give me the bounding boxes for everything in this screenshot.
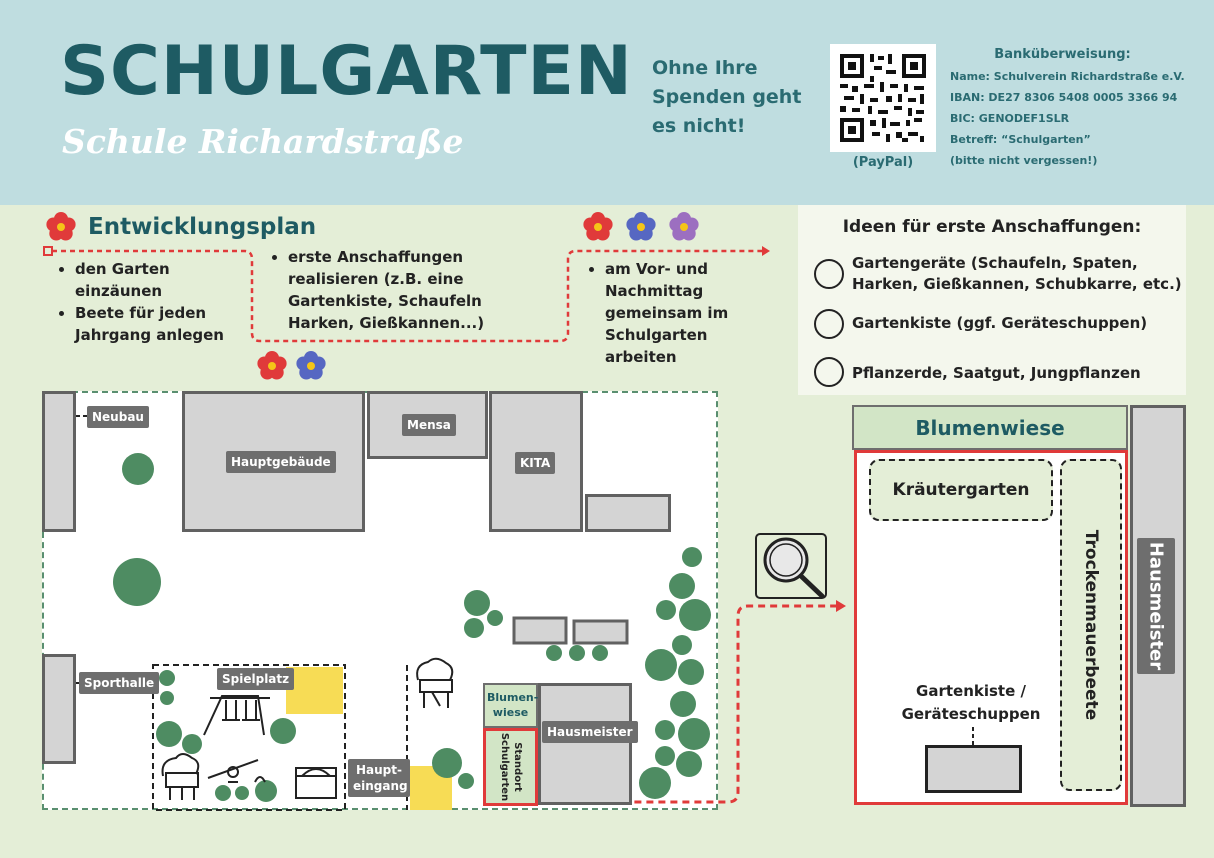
detail-hausmeister-label-bg: Hausmeister [1137,538,1175,674]
arrow-right-icon [762,246,770,256]
plan-item: erste Anschaffungen realisieren (z.B. ei… [288,246,508,334]
bank-bic: BIC: GENODEF1SLR [950,112,1070,125]
checkbox-circle-icon[interactable] [814,357,844,387]
plan-step-3: am Vor- und Nachmittag gemeinsam im Schu… [587,258,755,368]
plan-step-1: den Garten einzäunen Beete für jeden Jah… [57,258,255,346]
label-hausmeister: Hausmeister [542,721,638,743]
building-sporthalle [42,654,76,764]
label-trockenmauer: Trockenmauerbeete [1081,529,1101,721]
detail-blumenwiese: Blumenwiese [852,405,1128,450]
header-banner [0,0,1214,205]
label-gartenkiste: Gartenkiste / Geräteschuppen [901,682,1041,723]
paypal-qr-code[interactable] [830,44,936,152]
page-subtitle: Schule Richardstraße [62,122,464,161]
bank-betreff: Betreff: “Schulgarten” [950,133,1091,146]
plan-step-2: erste Anschaffungen realisieren (z.B. ei… [270,246,508,334]
building-hausmeister [538,683,632,805]
plan-item: Beete für jeden Jahrgang anlegen [75,302,255,346]
treehouse-icon [161,753,200,800]
idea-item[interactable]: Gartengeräte (Schaufeln, Spaten, Harken,… [814,253,1184,297]
flower-icon [46,212,76,241]
label-kita: KITA [515,452,556,474]
map-graphics [49,412,846,811]
building-mensa [367,391,488,459]
idea-item[interactable]: Pflanzerde, Saatgut, Jungpflanzen [814,357,1184,391]
plan-decorations [43,212,770,380]
checkbox-circle-icon[interactable] [814,259,844,289]
flower-icon [296,351,326,380]
gartenkiste-box [925,745,1022,793]
standort-schulgarten[interactable]: Standort Schulgarten [483,728,538,806]
label-detail-hausmeister: Hausmeister [1145,541,1167,671]
idea-item[interactable]: Gartenkiste (ggf. Geräteschuppen) [814,309,1184,343]
sandbox-icon [295,767,337,799]
qr-code-icon [840,54,926,142]
treehouse-icon [416,657,454,708]
plan-title: Entwicklungsplan [88,214,317,240]
page-title: SCHULGARTEN [60,32,633,111]
building-kita-annex [585,494,671,532]
tree-icon [113,453,711,802]
checkbox-circle-icon[interactable] [814,309,844,339]
flower-icon [626,212,656,241]
label-hauptgebaeude: Hauptgebäude [226,451,336,473]
bank-heading: Banküberweisung: [994,47,1131,62]
sandpit [286,667,343,714]
plan-item: am Vor- und Nachmittag gemeinsam im Schu… [605,258,755,368]
label-sporthalle: Sporthalle [79,672,160,694]
arrow-right-icon [836,600,846,612]
ideas-title: Ideen für erste Anschaffungen: [842,217,1142,237]
label-spielplatz: Spielplatz [217,668,295,690]
blumenwiese-small: Blumen-wiese [483,683,538,728]
plan-item: den Garten einzäunen [75,258,255,302]
label-standort: Standort Schulgarten [498,732,523,802]
donation-slogan: Ohne Ihre Spenden geht es nicht! [652,57,802,137]
bank-note: (bitte nicht vergessen!) [950,154,1098,167]
flower-icon [669,212,699,241]
label-mensa: Mensa [402,414,456,436]
flower-icon [583,212,613,241]
bank-transfer-info: Banküberweisung: Name: Schulverein Richa… [950,44,1200,171]
building-neubau [42,391,76,532]
bank-iban: IBAN: DE27 8306 5408 0005 3366 94 [950,91,1178,104]
swing-icon [203,695,270,736]
flower-icon [257,351,287,380]
bank-name: Name: Schulverein Richardstraße e.V. [950,70,1185,83]
kraeutergarten-bed: Kräutergarten [869,459,1053,521]
label-haupteingang: Haupt-eingang [348,759,410,797]
paypal-label: (PayPal) [852,155,914,170]
magnifier-icon[interactable] [755,533,827,599]
seesaw-icon [207,759,266,783]
trockenmauer-bed: Trockenmauerbeete [1060,459,1122,791]
ideas-box: Ideen für erste Anschaffungen: Gartenger… [798,205,1186,395]
label-neubau: Neubau [87,406,149,428]
